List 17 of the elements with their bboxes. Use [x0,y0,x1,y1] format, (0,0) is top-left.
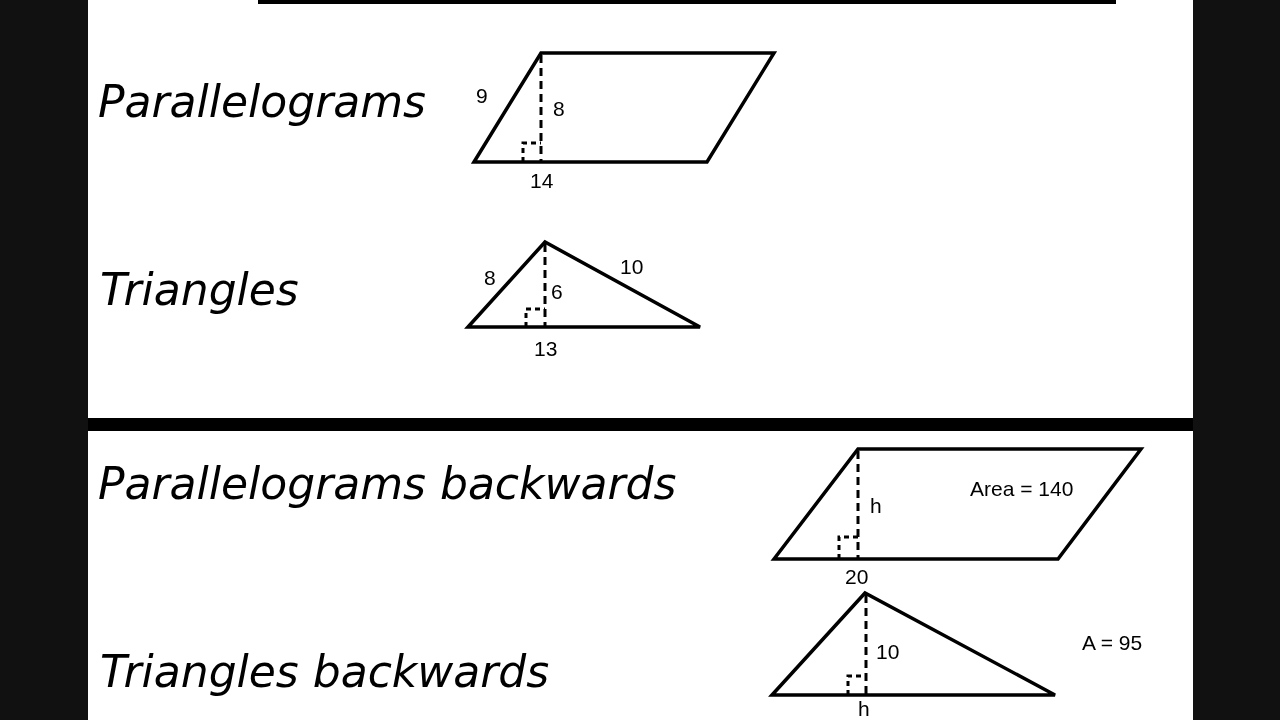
figure-heading: Triangles backwards [100,650,550,694]
height-label: 8 [553,98,565,119]
side-length: 8 [484,267,496,288]
side-length: 9 [476,85,488,106]
area-label: Area = 140 [970,478,1074,499]
figure-heading: Triangles [100,268,299,312]
base-length: 13 [534,338,558,359]
height-label: 10 [876,641,900,662]
base-length: 14 [530,170,554,191]
figure-heading: Parallelograms [98,80,426,124]
figure-heading: Parallelograms backwards [98,462,677,506]
height-label: 6 [551,281,563,302]
base-label: h [858,698,870,719]
height-label: h [870,495,882,516]
area-label: A = 95 [1082,632,1143,653]
side-length: 10 [620,256,644,277]
base-length: 20 [845,566,869,587]
